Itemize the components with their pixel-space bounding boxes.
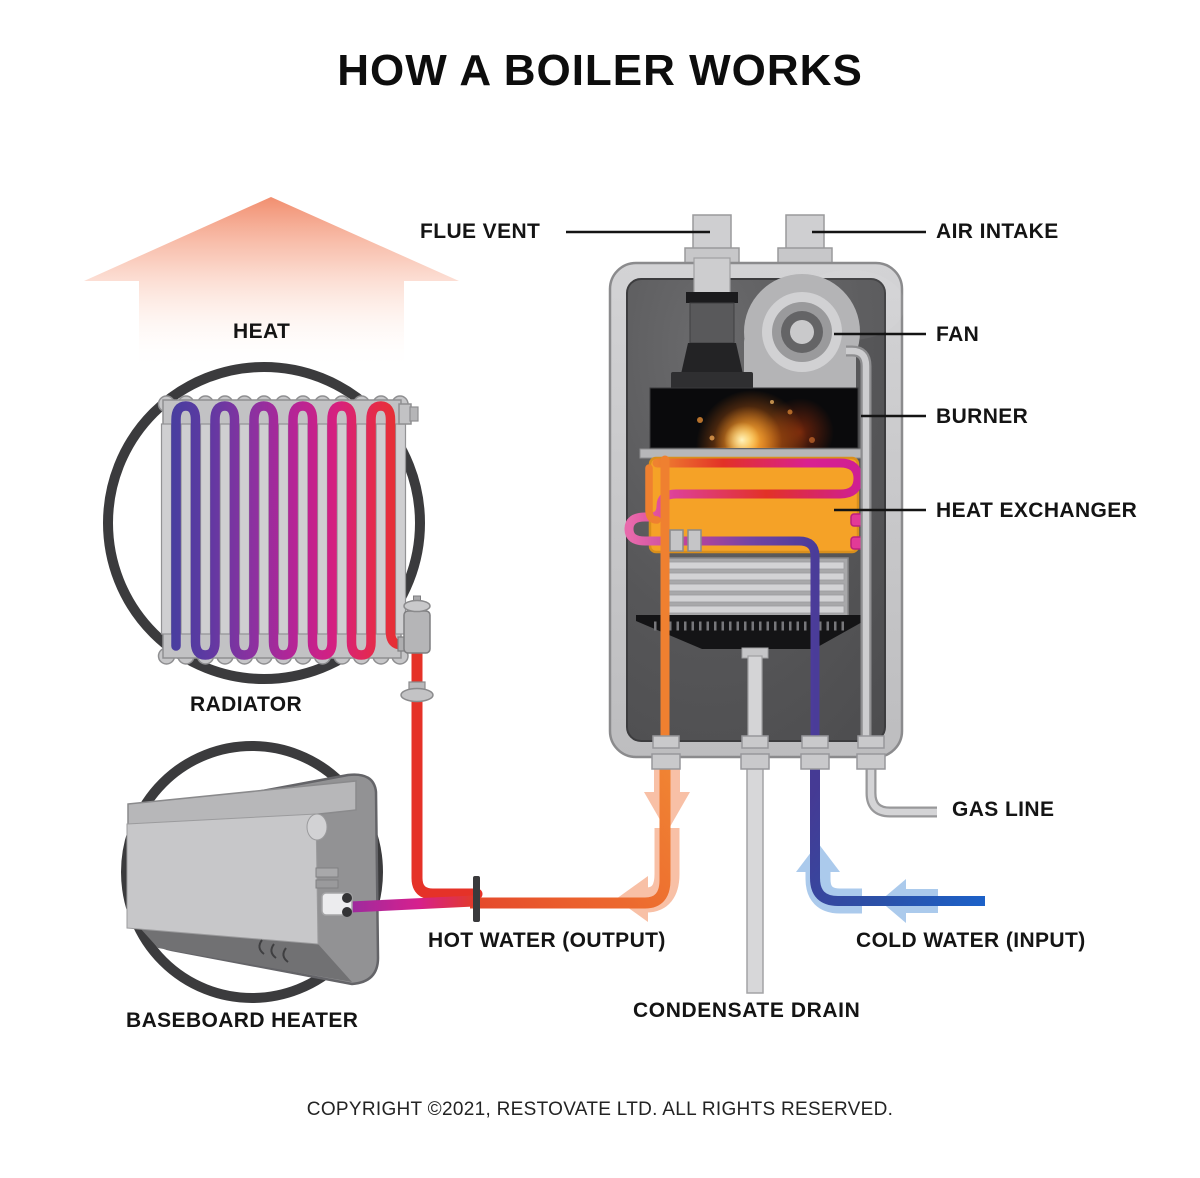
boiler-unit <box>608 214 905 770</box>
external-pipes <box>470 741 985 994</box>
hot-outlet-pipe-interior <box>645 455 670 747</box>
cold-pipe <box>810 742 985 906</box>
heat-rising-arrow <box>84 197 459 400</box>
leader-lines <box>566 230 926 512</box>
heat-vent-marks <box>258 939 289 963</box>
burner-flames <box>696 390 834 448</box>
burner-shelf <box>639 448 867 459</box>
bottom-fittings <box>651 735 886 770</box>
radiator-valve-body <box>403 610 431 654</box>
hot-pipe-orange <box>470 742 671 909</box>
valve-handwheel <box>403 599 431 613</box>
heat-exchanger-fins <box>661 557 849 619</box>
label-hot-water: HOT WATER (OUTPUT) <box>428 929 666 952</box>
label-gas-line: GAS LINE <box>952 798 1055 821</box>
burner-box <box>649 387 859 449</box>
radiator-serpentine-pipe <box>171 401 414 660</box>
label-burner: BURNER <box>936 405 1029 428</box>
page-title: HOW A BOILER WORKS <box>337 46 863 95</box>
label-condensate-drain: CONDENSATE DRAIN <box>633 999 861 1022</box>
label-radiator: RADIATOR <box>190 693 303 716</box>
radiator-valve-and-pipe <box>397 595 483 900</box>
radiator-air-vent <box>409 406 419 422</box>
gas-pipe-interior <box>846 345 872 742</box>
label-heat: HEAT <box>233 320 291 343</box>
label-fan: FAN <box>936 323 980 346</box>
pipe-coupling <box>669 529 702 552</box>
air-intake-pipe <box>777 214 833 267</box>
hot-pipe-red <box>411 644 483 900</box>
radiator-end-cap <box>398 403 412 425</box>
pipe-flange <box>400 687 434 703</box>
label-baseboard-heater: BASEBOARD HEATER <box>126 1009 359 1032</box>
label-flue-vent: FLUE VENT <box>420 220 541 243</box>
label-cold-water: COLD WATER (INPUT) <box>856 929 1086 952</box>
label-heat-exchanger: HEAT EXCHANGER <box>936 499 1138 522</box>
copyright-text: COPYRIGHT ©2021, RESTOVATE LTD. ALL RIGH… <box>306 1099 894 1120</box>
baseboard-bottom-shadow <box>140 928 352 982</box>
baseboard-heater-illustration <box>121 741 480 1003</box>
baseboard-front-panel <box>126 813 319 945</box>
hot-pipe-magenta <box>344 895 480 913</box>
flue-pipe-interior <box>671 257 753 390</box>
condensate-pipe <box>746 741 764 994</box>
label-air-intake: AIR INTAKE <box>936 220 1059 243</box>
radiator-illustration <box>103 362 425 684</box>
pipe-junction-tick <box>473 876 480 922</box>
